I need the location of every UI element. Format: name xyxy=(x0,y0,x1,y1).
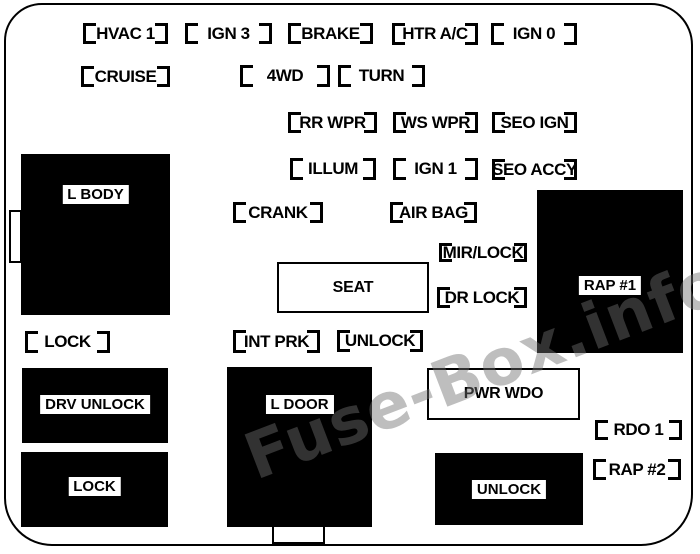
fuse-int-prk: INT PRK xyxy=(233,330,320,353)
fuse-ign-0: IGN 0 xyxy=(491,23,577,45)
relay-pwr-wdo: PWR WDO xyxy=(427,368,580,420)
fuse-label: RDO 1 xyxy=(613,419,664,439)
fuse-label: MIR/LOCK xyxy=(442,242,524,262)
fuse-4wd: 4WD xyxy=(240,65,330,87)
module-drv-unlock: DRV UNLOCK xyxy=(22,368,168,443)
fuse-htr-ac: HTR A/C xyxy=(392,23,478,45)
fuse-label: IGN 0 xyxy=(512,23,556,43)
fuse-label: IGN 1 xyxy=(414,158,457,178)
fuse-label: AIR BAG xyxy=(399,202,468,222)
module-l-door: L DOOR xyxy=(227,367,372,527)
fuse-lock: LOCK xyxy=(25,331,110,353)
fuse-cruise: CRUISE xyxy=(81,66,170,87)
module-lock: LOCK xyxy=(21,452,168,527)
fuse-label: HVAC 1 xyxy=(96,23,155,43)
fuse-label: SEO IGN xyxy=(500,112,569,132)
fuse-label: DR LOCK xyxy=(444,287,520,307)
fuse-seo-accy: SEO ACCY xyxy=(492,159,577,180)
fuse-brake: BRAKE xyxy=(288,23,373,44)
fuse-air-bag: AIR BAG xyxy=(390,202,477,223)
fuse-rdo-1: RDO 1 xyxy=(595,420,682,440)
fuse-illum: ILLUM xyxy=(290,158,376,180)
fuse-label: RR WPR xyxy=(299,112,366,132)
fuse-label: ILLUM xyxy=(308,158,358,178)
fuse-label: WS WPR xyxy=(400,112,471,132)
fuse-label: HTR A/C xyxy=(402,23,468,43)
module-label: DRV UNLOCK xyxy=(40,395,150,415)
fuse-unlock: UNLOCK xyxy=(337,330,423,352)
fuse-crank: CRANK xyxy=(233,202,323,223)
fuse-label: IGN 3 xyxy=(207,23,250,43)
fuse-ign-3: IGN 3 xyxy=(185,23,272,44)
fuse-turn: TURN xyxy=(338,65,425,87)
fuse-label: RAP #2 xyxy=(608,459,666,479)
relay-label: PWR WDO xyxy=(463,385,544,402)
fuse-rap-2: RAP #2 xyxy=(593,459,681,480)
fuse-label: SEO ACCY xyxy=(492,159,577,179)
l-body-connector-tab xyxy=(9,210,22,263)
relay-label: SEAT xyxy=(332,278,374,296)
fuse-seo-ign: SEO IGN xyxy=(492,112,577,133)
fuse-label: CRUISE xyxy=(94,66,157,86)
fuse-label: INT PRK xyxy=(243,331,310,351)
fuse-ign-1: IGN 1 xyxy=(393,158,478,180)
fuse-rr-wpr: RR WPR xyxy=(288,112,377,133)
fuse-dr-lock: DR LOCK xyxy=(437,287,527,308)
module-rap-1: RAP #1 xyxy=(537,190,683,353)
fuse-mir-lock: MIR/LOCK xyxy=(439,243,527,262)
fuse-label: LOCK xyxy=(44,331,91,351)
fuse-hvac-1: HVAC 1 xyxy=(83,23,168,44)
module-unlock: UNLOCK xyxy=(435,453,583,525)
module-label: UNLOCK xyxy=(471,480,547,500)
relay-seat: SEAT xyxy=(277,262,429,313)
panel-outline xyxy=(4,3,693,546)
module-l-body: L BODY xyxy=(21,154,170,315)
module-label: LOCK xyxy=(68,477,121,497)
fuse-label: TURN xyxy=(358,65,405,85)
module-label: RAP #1 xyxy=(578,276,642,296)
fuse-label: UNLOCK xyxy=(344,330,416,350)
fuse-ws-wpr: WS WPR xyxy=(393,112,478,133)
fuse-label: 4WD xyxy=(266,65,304,85)
fuse-label: BRAKE xyxy=(301,23,360,43)
module-label: L BODY xyxy=(62,185,129,205)
l-door-connector-tab xyxy=(272,525,325,544)
fuse-label: CRANK xyxy=(248,202,308,222)
module-label: L DOOR xyxy=(265,395,334,415)
